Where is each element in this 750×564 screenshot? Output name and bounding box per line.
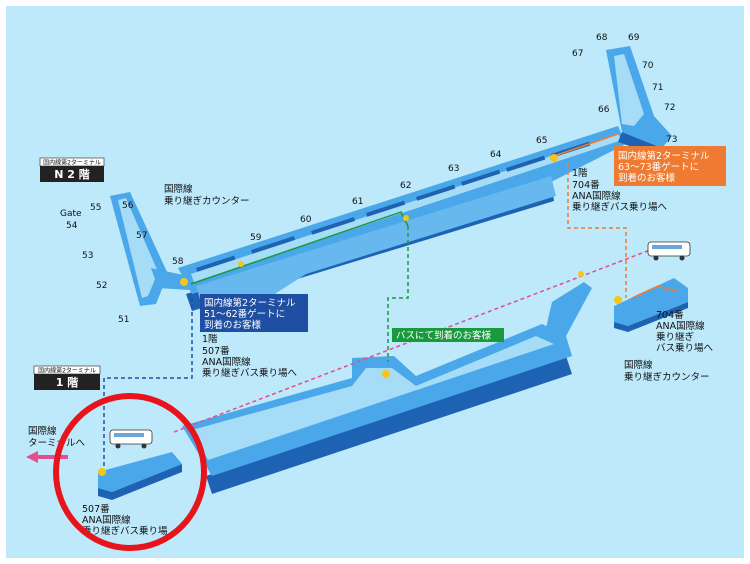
gate-labels: Gate 51 52 53 54 55 56 57 58 59 60 61 62… [60,33,677,325]
gate-label: 70 [642,61,654,71]
gate-label: 51 [118,315,129,325]
bus-icon [109,429,153,449]
gate-label: 68 [596,33,608,43]
arrow-left-icon [26,451,68,463]
gate-label: 71 [652,83,663,93]
gate-label: 69 [628,33,640,43]
svg-text:バスにて到着のお客様: バスにて到着のお客様 [396,330,492,342]
f1-main-side [206,356,572,494]
gate-label: 59 [250,233,262,243]
bus-icon [647,241,691,261]
gate-label: 56 [122,201,134,211]
gate-label: 67 [572,49,583,59]
floor-caption: 国内線第2ターミナル [38,367,96,375]
bus-stop-704-1f-label: 704番 ANA国際線 乗り継ぎ バス乗り場へ [656,309,714,354]
f1-right-pod-side [614,302,688,332]
highlight-circle [53,393,207,551]
f1-left-pod [98,452,182,492]
gate-label: 60 [300,215,312,225]
route-orange-dashed [567,164,627,298]
intl-terminal-label: 国際線 ターミナルへ [28,425,86,449]
n2-walkway [191,134,622,282]
info-box-orange: 国内線第2ターミナル 63～73番ゲートに 到着のお客様 [614,146,726,186]
escalator-icon [98,154,622,476]
gate-label: 57 [136,231,147,241]
bus-stop-507-label: 1階 507番 ANA国際線 乗り継ぎバス乗り場へ [202,334,298,379]
gate-label: 54 [66,221,78,231]
svg-text:国内線第2ターミナル 63～73番ゲートに: 国内線第2ターミナル 63～73番ゲートに 到着のお客様 [618,150,713,184]
map-canvas: 国内線第2ターミナル N 2 階 国内線第2ターミナル 1 階 Gate 51 … [26,33,726,551]
floor-caption: 国内線第2ターミナル [43,159,101,167]
n2-lower-wing [196,176,556,306]
gate-label: 66 [598,105,610,115]
route-blue-dashed [103,298,193,468]
gate-label: 72 [664,103,675,113]
gate-label: 64 [490,150,502,160]
n2-right-arm-inner [614,54,644,126]
floor-tag-n2: 国内線第2ターミナル N 2 階 [39,157,105,182]
info-box-blue: 国内線第2ターミナル 51～62番ゲートに 到着のお客様 [200,294,308,332]
n2-orange-route [553,133,619,157]
route-green-dashed [387,226,409,362]
gate-label: 65 [536,136,547,146]
n2-green-route [190,211,409,285]
svg-text:国内線第2ターミナル 51～62番ゲートに: 国内線第2ターミナル 51～62番ゲートに 到着のお客様 [204,297,299,331]
gate-label: 63 [448,164,459,174]
gate-label: 58 [172,257,184,267]
gate-label: 53 [82,251,93,261]
bus-stop-704-label: 1階 704番 ANA国際線 乗り継ぎバス乗り場へ [572,168,668,213]
n2-left-arm-inner [118,198,158,298]
gate-label: 73 [666,135,677,145]
gate-label: 62 [400,181,411,191]
f1-ramp [546,282,592,336]
f1-main-inner [192,336,554,460]
intl-transfer-counter-1f-label: 国際線 乗り継ぎカウンター [624,359,710,383]
bus-stop-507-1f-label: 507番 ANA国際線 乗り継ぎバス乗り場 [82,503,168,537]
info-box-green: バスにて到着のお客様 [392,328,504,342]
n2-left-connector [151,268,190,290]
floor-label: N 2 階 [54,167,90,181]
gate-label: 61 [352,197,363,207]
gate-label: 55 [90,203,101,213]
floor-label: 1 階 [56,375,78,389]
f1-orange-route [631,285,679,299]
intl-transfer-counter-label: 国際線 乗り継ぎカウンター [164,183,250,207]
f1-left-pod-side [98,464,182,500]
floor-tag-1f: 国内線第2ターミナル 1 階 [33,365,101,390]
gate-word: Gate [60,209,82,219]
gate-label: 52 [96,281,107,291]
